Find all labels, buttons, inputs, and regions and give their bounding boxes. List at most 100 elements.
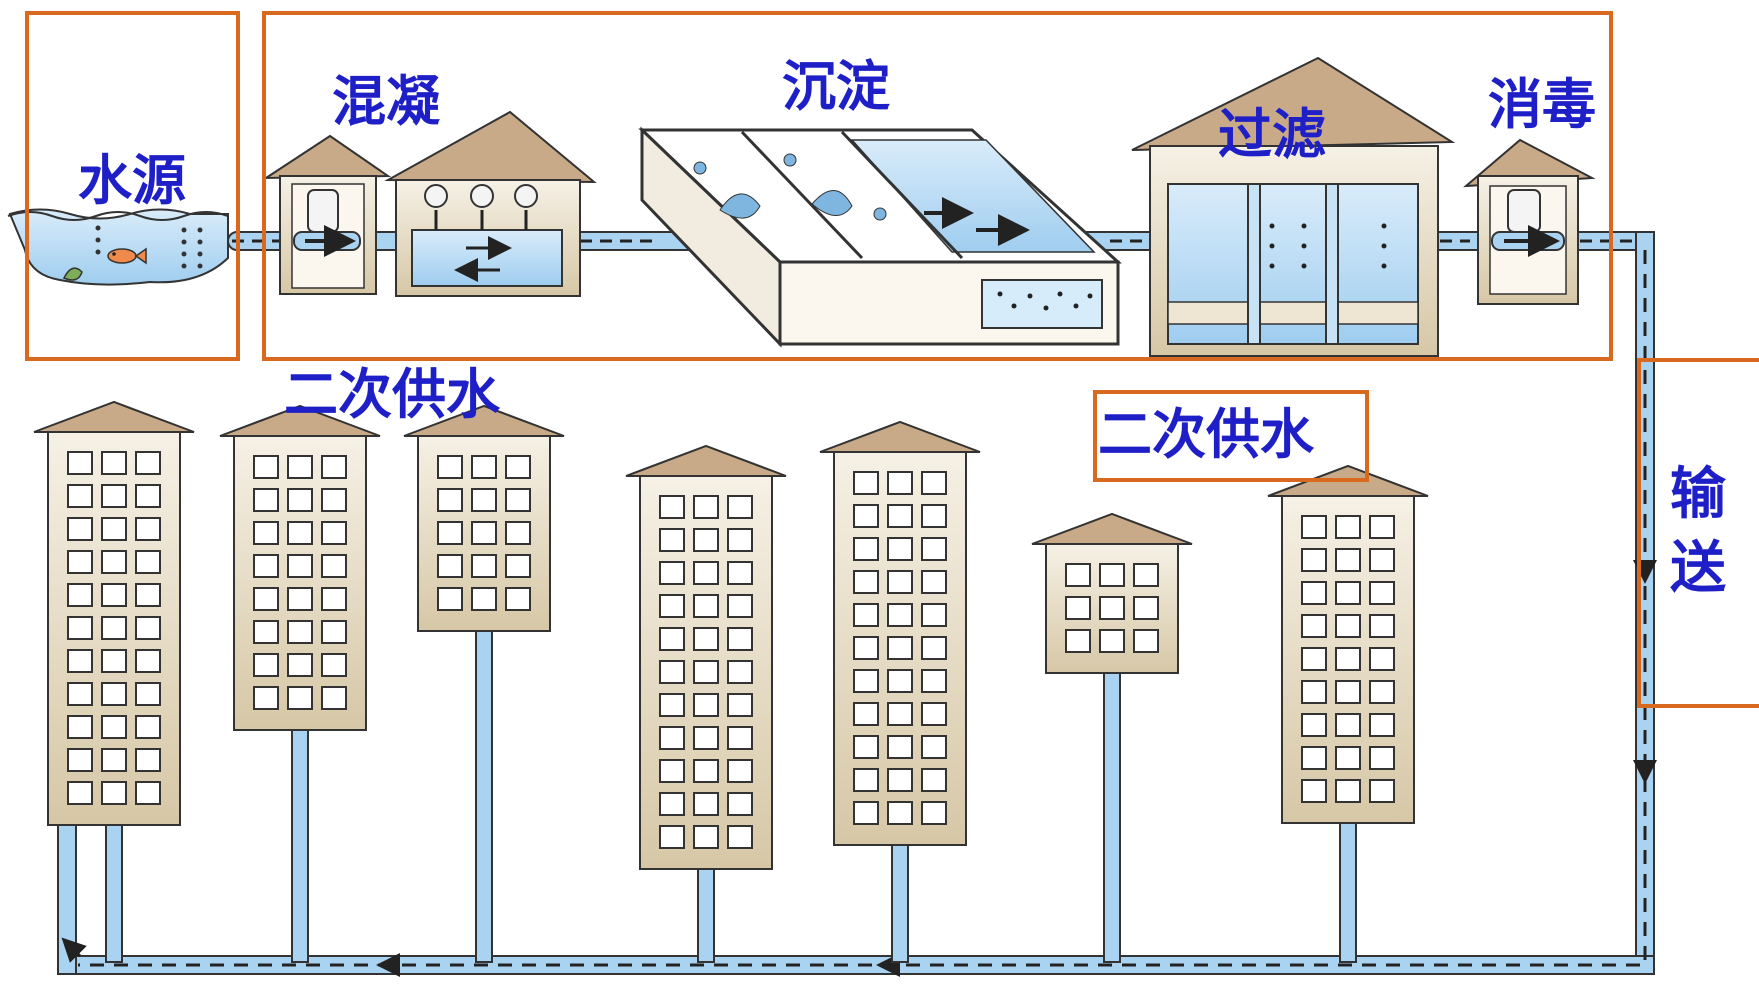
building-window	[693, 726, 719, 750]
building-5	[819, 420, 981, 963]
building-window	[1369, 614, 1395, 638]
building-window	[921, 801, 947, 825]
building-window	[1335, 515, 1361, 539]
building-window	[853, 801, 879, 825]
building-window	[1065, 563, 1091, 587]
building-window	[727, 825, 753, 849]
building-window	[887, 768, 913, 792]
buildings-layer	[33, 400, 1429, 963]
building-window	[1133, 629, 1159, 653]
building-window	[1335, 680, 1361, 704]
building-window	[505, 521, 531, 545]
building-window	[135, 748, 161, 772]
building-window	[135, 484, 161, 508]
building-window	[1301, 713, 1327, 737]
building-window	[1301, 779, 1327, 803]
building-window	[135, 781, 161, 805]
building-window	[253, 521, 279, 545]
building-window	[321, 554, 347, 578]
building-window	[287, 587, 313, 611]
building-window	[471, 587, 497, 611]
building-roof	[819, 420, 981, 453]
building-window	[253, 554, 279, 578]
label-secondary-supply-right: 二次供水	[1098, 403, 1314, 466]
building-window	[659, 594, 685, 618]
building-window	[321, 686, 347, 710]
building-window	[135, 649, 161, 673]
label-sedimentation: 沉淀	[782, 55, 890, 118]
building-window	[1301, 647, 1327, 671]
building-window	[1369, 713, 1395, 737]
building-window	[853, 669, 879, 693]
building-window	[693, 594, 719, 618]
building-feed-pipe	[1103, 668, 1121, 963]
source-highlight-box	[25, 11, 240, 361]
building-window	[437, 455, 463, 479]
building-window	[887, 504, 913, 528]
building-window	[659, 726, 685, 750]
building-window	[921, 702, 947, 726]
label-disinfection: 消毒	[1488, 73, 1596, 136]
building-window	[67, 484, 93, 508]
label-filtration: 过滤	[1218, 103, 1326, 166]
building-window	[1133, 563, 1159, 587]
building-window	[101, 517, 127, 541]
building-window	[321, 488, 347, 512]
building-6	[1031, 512, 1193, 963]
building-window	[471, 455, 497, 479]
building-window	[693, 825, 719, 849]
building-window	[1369, 746, 1395, 770]
building-window	[287, 455, 313, 479]
building-window	[101, 781, 127, 805]
transport-highlight-box	[1637, 358, 1759, 708]
building-window	[659, 693, 685, 717]
building-window	[101, 715, 127, 739]
building-window	[67, 748, 93, 772]
building-window	[437, 554, 463, 578]
building-window	[921, 768, 947, 792]
bubble-dots-icon	[95, 225, 203, 269]
building-window	[887, 537, 913, 561]
building-window	[853, 570, 879, 594]
building-window	[727, 627, 753, 651]
building-window	[727, 495, 753, 519]
building-window	[505, 488, 531, 512]
building-window	[1099, 596, 1125, 620]
building-window	[135, 616, 161, 640]
building-window	[287, 686, 313, 710]
building-3	[403, 404, 565, 963]
building-window	[253, 620, 279, 644]
building-window	[67, 583, 93, 607]
distribution-pipe	[57, 231, 1657, 977]
building-window	[101, 583, 127, 607]
building-window	[471, 521, 497, 545]
building-window	[287, 554, 313, 578]
building-window	[727, 561, 753, 585]
building-1	[33, 400, 195, 963]
building-window	[1301, 614, 1327, 638]
building-window	[659, 825, 685, 849]
building-window	[1335, 614, 1361, 638]
building-window	[693, 759, 719, 783]
building-window	[727, 693, 753, 717]
plant-icon	[62, 267, 83, 281]
building-window	[659, 495, 685, 519]
building-window	[321, 455, 347, 479]
building-window	[1335, 548, 1361, 572]
building-window	[727, 594, 753, 618]
sedimentation-tank	[638, 126, 1122, 348]
building-window	[321, 620, 347, 644]
building-window	[887, 570, 913, 594]
building-feed-pipe	[697, 864, 715, 963]
building-window	[887, 735, 913, 759]
building-window	[727, 792, 753, 816]
building-window	[887, 603, 913, 627]
building-window	[287, 488, 313, 512]
building-window	[921, 735, 947, 759]
building-window	[921, 570, 947, 594]
building-window	[287, 653, 313, 677]
building-7	[1267, 464, 1429, 963]
building-window	[67, 682, 93, 706]
building-window	[67, 781, 93, 805]
